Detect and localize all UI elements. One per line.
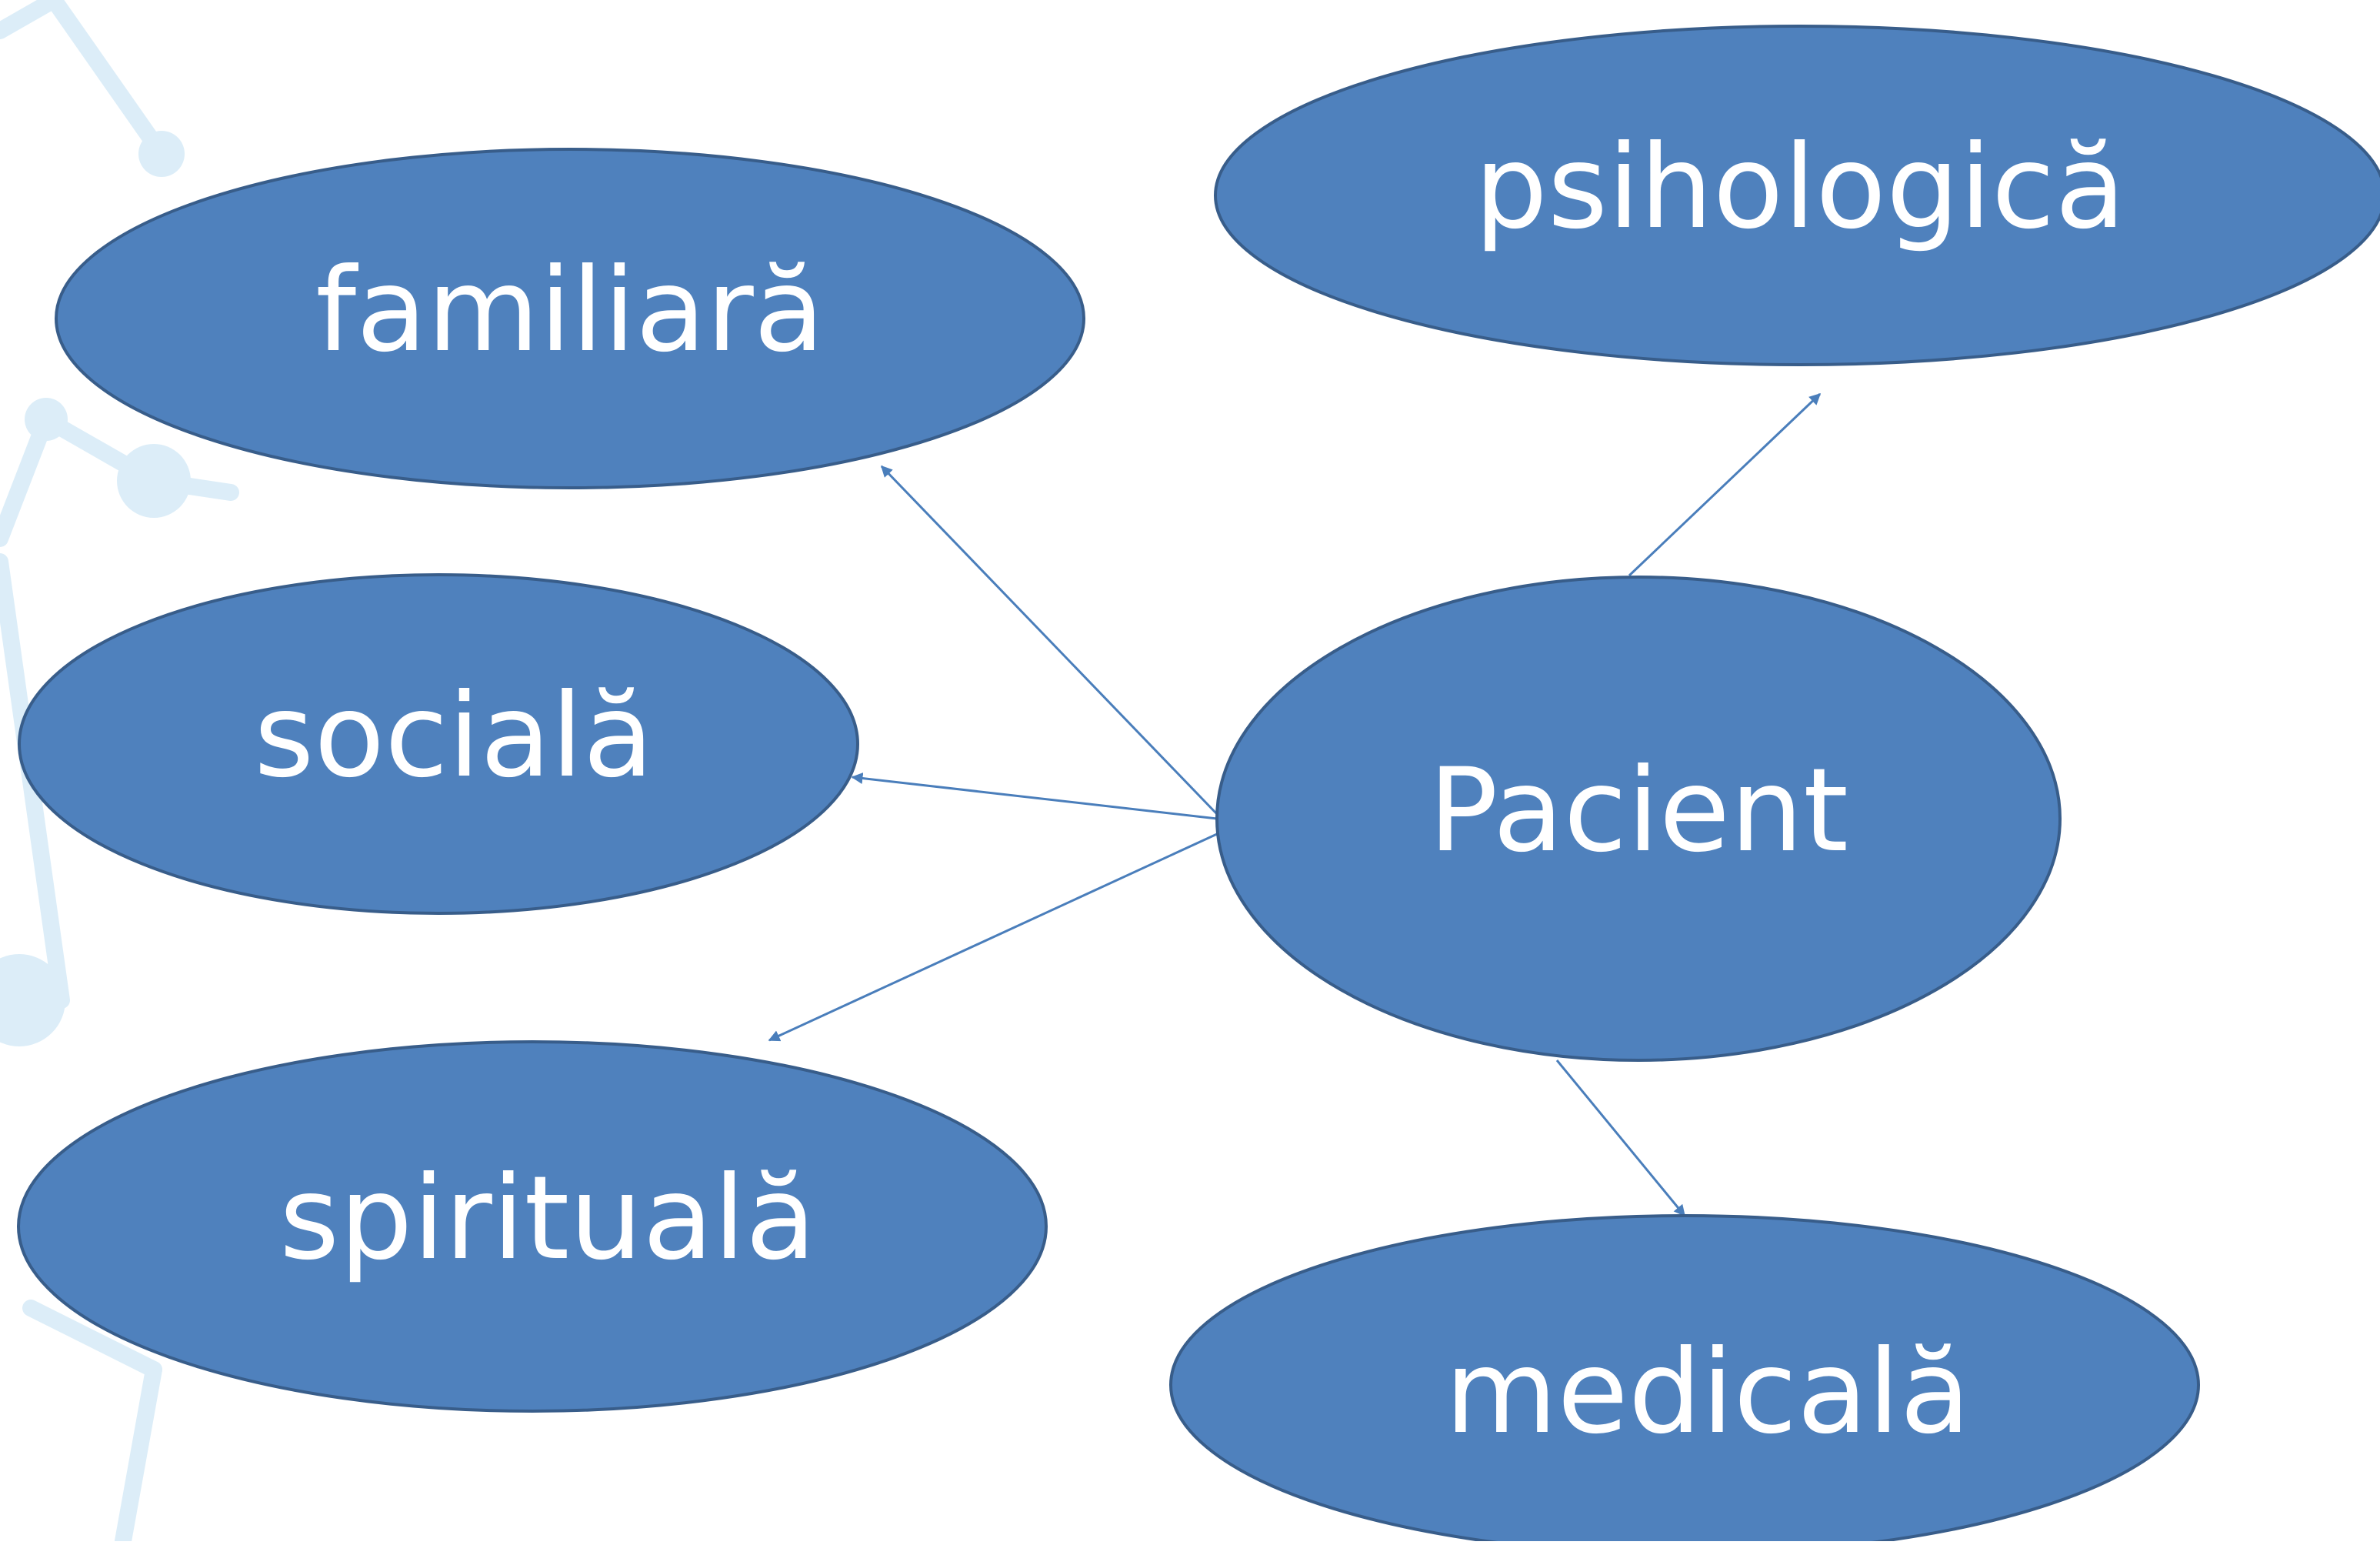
node-familiara: familiară <box>55 148 1085 489</box>
arrow-to-spirituala <box>768 833 1218 1042</box>
arrow-to-medicala <box>1555 1059 1686 1217</box>
node-label: socială <box>254 669 654 803</box>
node-label: familiară <box>315 244 824 378</box>
node-spirituala: spirituală <box>17 1040 1048 1413</box>
arrow-to-familiara <box>880 465 1218 816</box>
center-label: Pacient <box>1428 744 1848 878</box>
node-sociala: socială <box>18 573 859 915</box>
node-pacient: Pacient <box>1215 576 2062 1062</box>
arrow-to-psihologica <box>1628 392 1822 577</box>
node-label: psihologică <box>1475 121 2126 255</box>
node-label: spirituală <box>279 1152 816 1286</box>
arrow-to-sociala <box>851 772 1218 820</box>
node-psihologica: psihologică <box>1214 25 2380 366</box>
node-medicala: medicală <box>1169 1214 2200 1545</box>
connector-arrows <box>768 392 1822 1217</box>
node-label: medicală <box>1445 1326 1970 1460</box>
